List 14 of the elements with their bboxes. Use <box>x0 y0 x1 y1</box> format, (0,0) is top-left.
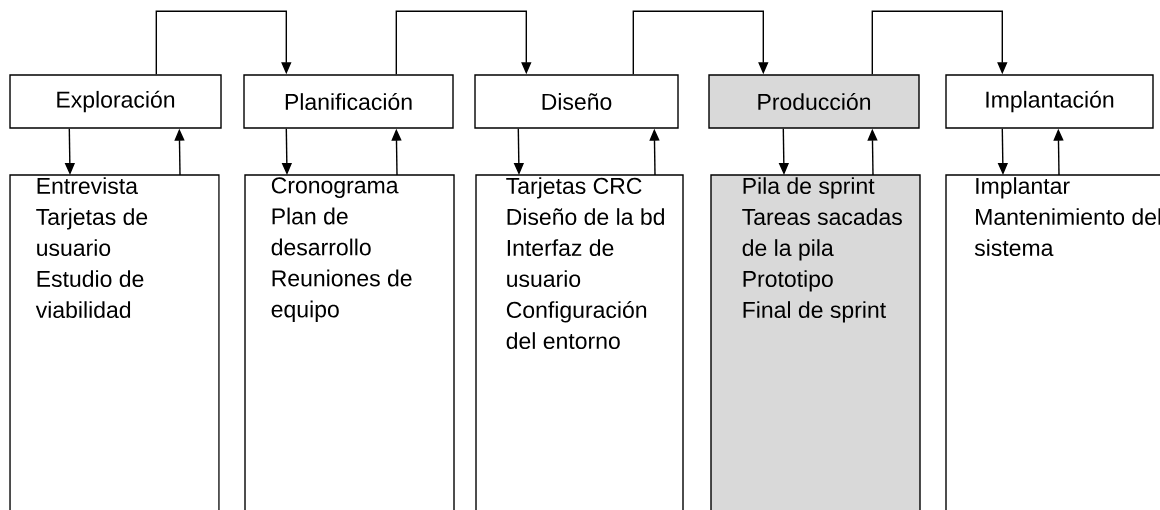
activity-list: Cronograma Plan de desarrollo Reuniones de equipo <box>244 174 455 510</box>
arrow <box>395 10 532 75</box>
stage-box: Exploración <box>9 74 222 129</box>
activity-list: Implantar Mantenimiento del sistema <box>945 174 1160 510</box>
arrow <box>632 10 769 75</box>
arrow <box>871 10 1008 75</box>
arrow <box>155 10 292 75</box>
stage-box: Planificación <box>243 74 454 129</box>
stage-box: Producción <box>708 74 920 129</box>
stage-box: Diseño <box>474 74 679 129</box>
activity-list: Tarjetas CRC Diseño de la bd Interfaz de usuario Configuración del entorno <box>475 174 684 510</box>
activity-list: Pila de sprint Tareas sacadas de la pila Prototipo Final de sprint <box>710 174 921 510</box>
activity-list: Entrevista Tarjetas de usuario Estudio de viabilidad <box>9 174 220 510</box>
stage-box: Implantación <box>945 74 1154 129</box>
